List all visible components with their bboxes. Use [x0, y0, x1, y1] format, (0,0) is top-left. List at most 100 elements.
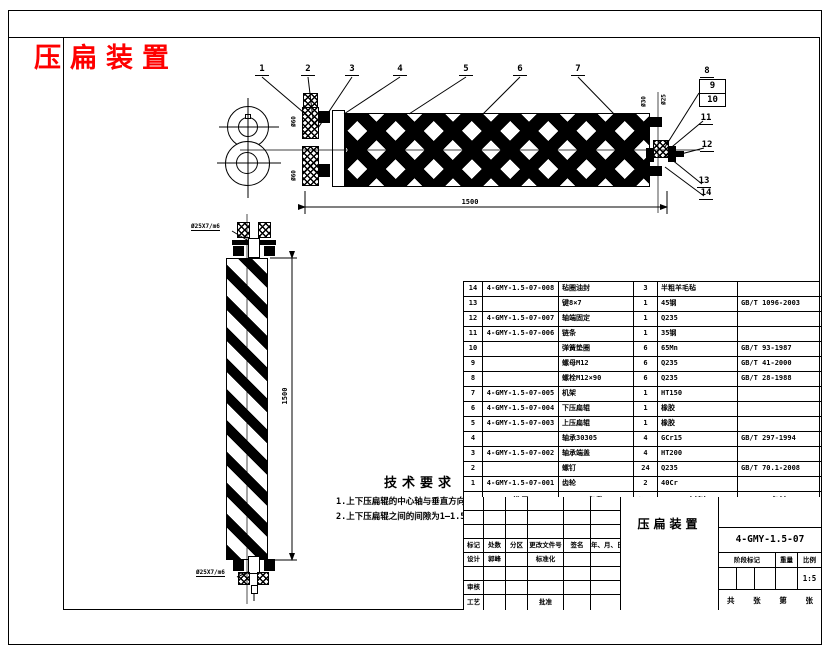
bom-cell-code: 4-GMY-1.5-07-007: [483, 312, 559, 327]
bom-cell-mat: 45钢: [658, 297, 738, 312]
bom-cell-name: 轴承30305: [559, 432, 634, 447]
balloon-6: 6: [513, 64, 527, 76]
bom-cell-mat: GCr15: [658, 432, 738, 447]
tb-scale-label: 比例: [798, 553, 821, 568]
tb-empty: [506, 511, 528, 525]
tb-empty: [484, 511, 506, 525]
bom-cell-qty: 6: [634, 357, 658, 372]
bom-cell-note: GB/T 70.1-2008: [738, 462, 821, 477]
tb-empty: [591, 567, 621, 581]
roller-top-view: [345, 113, 650, 187]
tb-designer-name: 郭峰: [484, 553, 506, 567]
tb-empty: [591, 497, 621, 511]
tb-empty: [484, 497, 506, 511]
tb-empty: [464, 497, 484, 511]
bom-cell-mat: 35钢: [658, 327, 738, 342]
sheet-word-total: 共: [727, 595, 735, 605]
bom-cell-note: GB/T 297-1994: [738, 432, 821, 447]
bom-cell-name: 键8×7: [559, 297, 634, 312]
bom-cell-note: [738, 477, 821, 492]
tb-empty: [564, 595, 591, 610]
tb-empty: [506, 581, 528, 595]
tb-approve-label: 批准: [528, 595, 564, 610]
end-wedge-right: [668, 146, 676, 162]
bom-table: 14 4-GMY-1.5-07-008 毡圈油封 3 半粗羊毛毡 13 键8×7…: [463, 281, 821, 513]
tb-empty: [528, 497, 564, 511]
tb-weight-label: 重量: [776, 553, 798, 568]
keyway-top: [245, 114, 251, 119]
tb-empty: [528, 525, 564, 539]
bom-cell-note: [738, 402, 821, 417]
bom-cell-note: [738, 312, 821, 327]
side-top-nut-left: [237, 222, 250, 238]
bom-cell-name: 弹簧垫圈: [559, 342, 634, 357]
bom-cell-note: [738, 282, 821, 297]
bom-cell-no: 2: [464, 462, 483, 477]
shaft-dim-label-1: Ø60: [290, 116, 298, 127]
tb-empty: [591, 525, 621, 539]
tb-label-sign: 签名: [564, 539, 591, 553]
bom-cell-code: 4-GMY-1.5-07-001: [483, 477, 559, 492]
bom-cell-name: 链条: [559, 327, 634, 342]
gear-endview-bore-bottom: [236, 152, 258, 174]
bom-cell-note: [738, 387, 821, 402]
bom-cell-no: 9: [464, 357, 483, 372]
tb-label-date: 年、月、日: [591, 539, 621, 553]
bom-cell-mat: Q235: [658, 462, 738, 477]
tb-empty: [564, 581, 591, 595]
tb-empty: [564, 525, 591, 539]
bom-cell-name: 上压扁辊: [559, 417, 634, 432]
side-top-wing-right: [264, 246, 275, 256]
bom-cell-qty: 1: [634, 297, 658, 312]
tb-empty: [564, 553, 591, 567]
end-bearing-lower: [650, 166, 662, 176]
bom-cell-note: GB/T 93-1987: [738, 342, 821, 357]
tb-empty: [528, 511, 564, 525]
tb-empty: [564, 511, 591, 525]
dim-top-length: 1500: [461, 198, 479, 206]
shaft-end-cap: [332, 110, 345, 187]
bom-cell-qty: 24: [634, 462, 658, 477]
part-name: 压扁装置: [637, 517, 702, 531]
bom-cell-name: 轴端固定: [559, 312, 634, 327]
tb-empty: [464, 567, 484, 581]
bom-cell-code: 4-GMY-1.5-07-006: [483, 327, 559, 342]
gear-section-lower: [302, 146, 319, 186]
bom-cell-mat: Q235: [658, 357, 738, 372]
tb-stage-label: 阶段标记: [719, 553, 776, 568]
tb-empty: [591, 595, 621, 610]
sheet-word-no: 第: [779, 595, 787, 605]
bom-cell-no: 6: [464, 402, 483, 417]
tb-empty: [484, 581, 506, 595]
bom-cell-mat: Q235: [658, 372, 738, 387]
balloon-box-9-10: 9 10: [699, 79, 726, 107]
title-block: 标记 处数 分区 更改文件号 签名 年、月、日 设计 郭峰 标准化 审核 工艺 …: [463, 497, 821, 610]
bom-cell-code: 4-GMY-1.5-07-008: [483, 282, 559, 297]
tb-empty: [528, 567, 564, 581]
tb-empty: [719, 497, 821, 528]
bom-cell-name: 齿轮: [559, 477, 634, 492]
tb-scale-value: 1:5: [798, 568, 821, 590]
bom-cell-code: 4-GMY-1.5-07-003: [483, 417, 559, 432]
tech-requirement-1: 1.上下压扁辊的中心轴与垂直方向夹角为25°；: [336, 497, 515, 507]
bom-cell-code: 4-GMY-1.5-07-005: [483, 387, 559, 402]
bom-cell-note: GB/T 41-2000: [738, 357, 821, 372]
bom-cell-qty: 6: [634, 372, 658, 387]
tb-empty: [506, 595, 528, 610]
bom-cell-no: 12: [464, 312, 483, 327]
bom-cell-name: 下压扁辊: [559, 402, 634, 417]
bom-cell-mat: HT150: [658, 387, 738, 402]
balloon-3: 3: [345, 64, 359, 76]
balloon-2: 2: [301, 64, 315, 76]
tb-empty: [484, 525, 506, 539]
balloon-10: 10: [707, 95, 718, 105]
balloon-4: 4: [393, 64, 407, 76]
bom-cell-name: 轴承端盖: [559, 447, 634, 462]
balloon-1: 1: [255, 64, 269, 76]
tb-empty: [464, 525, 484, 539]
bom-cell-no: 13: [464, 297, 483, 312]
tb-empty: [528, 581, 564, 595]
bom-cell-qty: 1: [634, 402, 658, 417]
side-bottom-nut-left: [238, 572, 250, 585]
